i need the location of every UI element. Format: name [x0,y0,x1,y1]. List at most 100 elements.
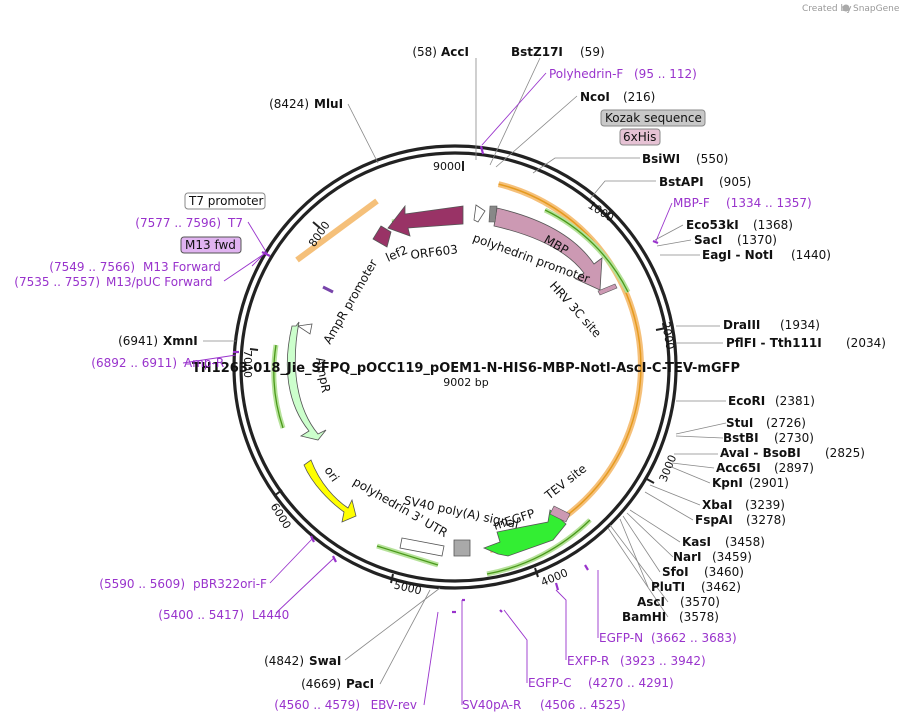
primer-range-sv40pa-r: (4506 .. 4525) [540,698,626,712]
site-name-nari: NarI [673,550,702,564]
orf-arc-left [295,198,379,263]
plasmid-title: TH1263-018_Jie_SFPQ_pOCC119_pOEM1-N-HIS6… [192,361,740,376]
site-pos-swai: (4842) [264,654,304,668]
site-leader-lines [203,57,727,685]
tick-6000-mark [273,489,283,497]
site-name-avai: AvaI - BsoBI [720,446,801,460]
site-pos-ncoi: (216) [623,90,655,104]
primer-name-pbr322ori-f: pBR322ori-F [193,577,267,591]
kozak-box [600,109,706,127]
tick-3000-mark [644,477,655,484]
site-pos-ecori: (2381) [775,394,815,408]
primer-name-egfp-n: EGFP-N [599,631,643,645]
m13-fwd-label: M13 fwd [185,238,236,252]
primer-range-amp-r: (6892 .. 6911) [91,356,177,370]
site-pos-kpni: (2901) [749,476,789,490]
site-name-pflfi: PflFI - Tth111I [726,336,822,350]
site-pos-stui: (2726) [766,416,806,430]
site-name-asci: AscI [637,595,665,609]
primer-name-mbp-f: MBP-F [673,196,710,210]
site-name-sfoi: SfoI [662,565,689,579]
t7-promoter-label: T7 promoter [188,194,264,208]
green-arc-gfp-line [486,519,591,575]
site-pos-bamhi: (3578) [679,610,719,624]
ampr-promoter-arrow [296,323,313,335]
tick-7000-mark [249,348,259,351]
m13-fwd-box [180,236,242,254]
his-tag-label-box [619,128,661,146]
ori-arrow [303,459,357,523]
site-name-draiii: DraIII [723,318,760,332]
green-arc-ampr [271,344,286,429]
backbone-inner [239,151,671,583]
primer-name-l4440: L4440 [252,608,289,622]
tick-5000: 5000 [393,579,423,598]
tick-4000-mark [534,567,539,578]
green-arc-utr-line [376,545,439,566]
site-pos-fspai: (3278) [746,513,786,527]
site-pos-asci: (3570) [680,595,720,609]
primer-name-amp-r: Amp-R [184,356,224,370]
site-name-pluti: PluTI [651,580,685,594]
site-pos-bsiwi: (550) [696,152,728,166]
primer-range-egfp-n: (3662 .. 3683) [651,631,737,645]
site-name-stui: StuI [726,416,753,430]
site-pos-saci: (1370) [737,233,777,247]
primer-range-m13-forward: (7549 .. 7566) [49,260,135,274]
primer-range-exfp-r: (3923 .. 3942) [620,654,706,668]
tick-2000-mark [655,327,667,331]
primer-range-t7: (7577 .. 7596) [135,216,221,230]
sv40-polya-box [453,539,471,557]
mbp-arrow [493,207,603,291]
primer-range-m13-puc-forward: (7535 .. 7557) [14,275,100,289]
primer-name-sv40pa-r: SV40pA-R [462,698,521,712]
green-arc-ampr-line [273,344,284,429]
green-arc-mbp-line [544,209,629,293]
feature-label-ori: ori [322,464,342,485]
site-pos-kasi: (3458) [725,535,765,549]
site-name-kpni: KpnI [712,476,743,490]
his-tag-label: 6xHis [623,130,656,144]
primer-name-t7: T7 [227,216,243,230]
site-name-mlui: MluI [314,97,343,111]
site-pos-bstz17i: (59) [580,45,605,59]
site-pos-acci: (58) [412,45,437,59]
site-pos-eagi-noti: (1440) [791,248,831,262]
site-name-bstz17i: BstZ17I [511,45,563,59]
site-pos-pflfi: (2034) [846,336,886,350]
kozak-label: Kozak sequence [605,111,702,125]
site-name-eco53ki: Eco53kI [686,218,739,232]
site-pos-pluti: (3462) [701,580,741,594]
created-by-label: Created by [802,4,852,14]
tick-8000-mark [312,221,321,229]
tick-5000-mark [390,573,394,584]
site-name-kasi: KasI [682,535,711,549]
site-pos-paci: (4669) [301,677,341,691]
feature-label-ampr-promoter: AmpR promoter [320,257,380,347]
his-tag-box [488,205,498,223]
site-pos-bstbi: (2730) [774,431,814,445]
primer-name-ebv-rev: EBV-rev [371,698,417,712]
site-name-eagi-noti: EagI - NotI [702,248,773,262]
snapgene-logo-icon [842,4,850,12]
tev-site-box [549,505,571,523]
site-pos-draiii: (1934) [780,318,820,332]
site-name-bsiwi: BsiWI [642,152,680,166]
primer-range-l4440: (5400 .. 5417) [158,608,244,622]
feature-label-orf603: ORF603 [410,242,459,262]
tick-2000: 2000 [659,321,677,351]
primer-range-mbp-f: (1334 .. 1357) [726,196,812,210]
site-name-ncoi: NcoI [580,90,610,104]
site-name-xbai: XbaI [702,498,732,512]
site-name-bstapi: BstAPI [659,175,704,189]
site-pos-sfoi: (3460) [704,565,744,579]
primer-range-pbr322ori-f: (5590 .. 5609) [99,577,185,591]
site-pos-eco53ki: (1368) [753,218,793,232]
primer-leader-lines [182,72,673,706]
plasmid-length: 9002 bp [443,376,488,389]
snapgene-label: SnapGene [853,4,900,14]
primer-marks [233,145,659,614]
hrv3c-site-box [597,283,618,296]
primer-name-polyhedrin-f: Polyhedrin-F [549,67,623,81]
